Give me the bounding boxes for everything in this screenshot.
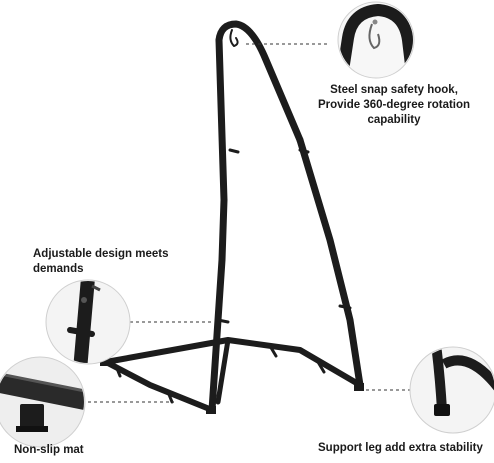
snap-hook-icon [339,3,413,77]
callout-label-adjustable: Adjustable design meets demands [33,247,168,277]
base-diagonal [103,359,215,413]
base-front [103,337,363,388]
pole-joint [268,344,278,358]
pole-joint [228,148,240,154]
foot-cap [354,383,364,391]
pole-joint [216,318,230,324]
adjustable-line-1: Adjustable design meets [33,248,169,260]
adjustable-line-2: demands [33,263,84,275]
callout-label-mat: Non-slip mat [14,444,84,456]
hook-line-1: Steel snap safety hook, [330,84,458,96]
pole-joint [114,364,122,378]
hook-line-2: Provide 360-degree rotation [317,99,471,111]
front-pole [208,36,228,414]
top-hook [229,29,239,47]
callout-adjustable [45,279,131,365]
callout-leg [409,346,494,434]
callout-label-leg: Support leg add extra stability [318,442,483,454]
pole-joint [166,390,174,404]
callout-label-hook: Steel snap safety hook, Provide 360-degr… [301,83,487,128]
stand-frame [100,20,364,414]
base-rear [215,337,231,405]
rear-pole [296,136,364,389]
pole-joint [298,148,310,154]
foot-cap [206,406,216,414]
callout-hook [337,1,415,79]
pole-joint [316,360,326,374]
top-arch [215,20,304,144]
adjustable-pole-icon [67,281,101,363]
pole-joint [338,304,352,310]
foot-pad-icon [0,370,84,432]
callout-mat [0,356,86,448]
hook-line-3: capability [367,114,421,126]
foot-cap [100,358,110,366]
